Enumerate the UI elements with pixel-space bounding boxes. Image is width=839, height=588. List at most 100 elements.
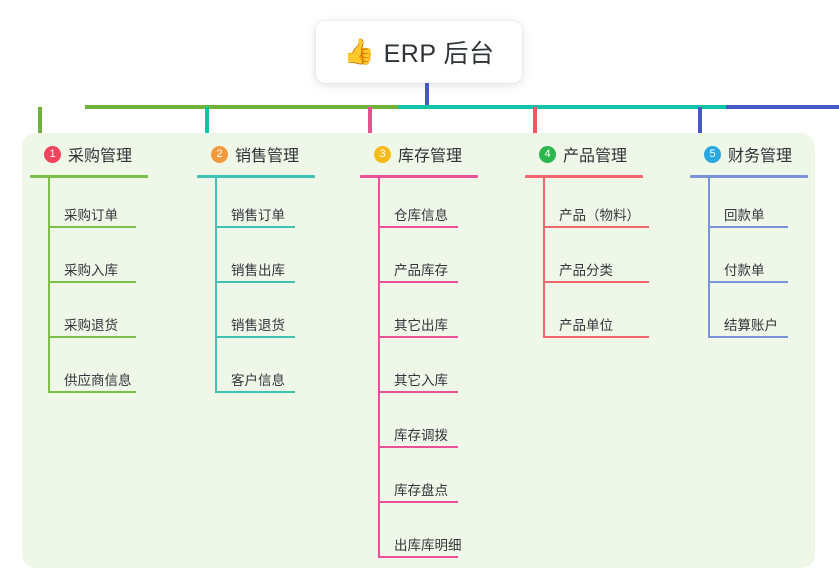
branch-spine-1 (48, 178, 50, 393)
column-header-1[interactable]: 1 采购管理 (30, 142, 148, 166)
leaf-item[interactable]: 供应商信息 (30, 343, 148, 398)
leaf-label: 产品单位 (559, 318, 613, 333)
thumbs-up-icon: 👍 (343, 37, 375, 66)
leaf-item[interactable]: 其它出库 (360, 288, 478, 343)
column-underline-4 (525, 175, 643, 178)
column-title-2: 销售管理 (235, 148, 300, 165)
leaf-underline (543, 281, 649, 283)
leaf-item[interactable]: 销售出库 (197, 233, 315, 288)
connector-bus-mid (398, 105, 728, 109)
leaf-underline (378, 391, 458, 393)
leaf-item[interactable]: 产品单位 (525, 288, 649, 343)
leaf-underline (48, 391, 136, 393)
column-title-4: 产品管理 (563, 148, 628, 165)
leaf-item[interactable]: 其它入库 (360, 343, 478, 398)
leaf-underline (215, 391, 295, 393)
leaf-item[interactable]: 付款单 (690, 233, 808, 288)
column-4: 4 产品管理产品（物料） 产品分类产品单位 (525, 142, 649, 343)
leaf-underline (215, 336, 295, 338)
leaf-label: 付款单 (724, 263, 765, 278)
leaf-label: 结算账户 (724, 318, 778, 333)
leaf-underline (708, 281, 788, 283)
leaf-label: 库存调拨 (394, 428, 448, 443)
leaf-item[interactable]: 采购订单 (30, 178, 148, 233)
branch-list-3: 仓库信息产品库存其它出库其它入库库存调拨库存盘点出库库明细 (360, 178, 478, 563)
branch-list-5: 回款单付款单结算账户 (690, 178, 808, 343)
leaf-underline (48, 281, 136, 283)
leaf-label: 客户信息 (231, 373, 285, 388)
connector-drop-5 (698, 107, 702, 141)
branch-spine-5 (708, 178, 710, 338)
column-badge-1: 1 (44, 145, 61, 163)
connector-drop-1 (38, 107, 42, 141)
leaf-underline (215, 281, 295, 283)
leaf-item[interactable]: 产品（物料） (525, 178, 649, 233)
column-badge-4: 4 (539, 145, 556, 163)
branch-spine-4 (543, 178, 545, 338)
leaf-underline (378, 226, 458, 228)
leaf-underline (708, 336, 788, 338)
leaf-item[interactable]: 结算账户 (690, 288, 808, 343)
column-underline-5 (690, 175, 808, 178)
leaf-label: 产品（物料） (559, 208, 640, 223)
branch-spine-2 (215, 178, 217, 393)
leaf-item[interactable]: 库存调拨 (360, 398, 478, 453)
leaf-label: 采购入库 (64, 263, 118, 278)
column-header-4[interactable]: 4 产品管理 (525, 142, 643, 166)
leaf-item[interactable]: 产品库存 (360, 233, 478, 288)
leaf-item[interactable]: 客户信息 (197, 343, 315, 398)
connector-drop-3 (368, 107, 372, 141)
leaf-underline (378, 281, 458, 283)
leaf-item[interactable]: 销售退货 (197, 288, 315, 343)
root-node-title: ERP 后台 (383, 40, 495, 68)
leaf-underline (378, 556, 458, 558)
leaf-label: 销售订单 (231, 208, 285, 223)
leaf-item[interactable]: 仓库信息 (360, 178, 478, 233)
column-1: 1 采购管理采购订单采购入库采购退货供应商信息 (30, 142, 148, 398)
leaf-label: 产品分类 (559, 263, 613, 278)
leaf-underline (378, 336, 458, 338)
leaf-label: 其它出库 (394, 318, 448, 333)
leaf-label: 回款单 (724, 208, 765, 223)
leaf-label: 销售出库 (231, 263, 285, 278)
leaf-label: 库存盘点 (394, 483, 448, 498)
leaf-item[interactable]: 出库库明细 (360, 508, 478, 563)
leaf-label: 采购订单 (64, 208, 118, 223)
leaf-underline (543, 226, 649, 228)
column-underline-1 (30, 175, 148, 178)
column-title-1: 采购管理 (68, 148, 133, 165)
column-underline-2 (197, 175, 315, 178)
leaf-label: 采购退货 (64, 318, 118, 333)
content-panel (22, 133, 815, 568)
column-2: 2 销售管理销售订单销售出库销售退货客户信息 (197, 142, 315, 398)
column-badge-5: 5 (704, 145, 721, 163)
connector-drop-2 (205, 107, 209, 141)
connector-bus-left (85, 105, 400, 109)
leaf-underline (48, 226, 136, 228)
column-badge-3: 3 (374, 145, 391, 163)
leaf-item[interactable]: 库存盘点 (360, 453, 478, 508)
leaf-underline (543, 336, 649, 338)
root-node-card[interactable]: 👍 ERP 后台 (316, 21, 522, 83)
branch-list-2: 销售订单销售出库销售退货客户信息 (197, 178, 315, 398)
leaf-label: 出库库明细 (394, 538, 462, 553)
connector-bus-right (726, 105, 839, 109)
connector-drop-4 (533, 107, 537, 141)
branch-spine-3 (378, 178, 380, 558)
leaf-item[interactable]: 采购退货 (30, 288, 148, 343)
connector-stem (425, 83, 429, 108)
column-badge-2: 2 (211, 145, 228, 163)
column-header-2[interactable]: 2 销售管理 (197, 142, 315, 166)
leaf-underline (708, 226, 788, 228)
leaf-item[interactable]: 销售订单 (197, 178, 315, 233)
leaf-underline (378, 446, 458, 448)
leaf-item[interactable]: 回款单 (690, 178, 808, 233)
branch-list-4: 产品（物料） 产品分类产品单位 (525, 178, 649, 343)
leaf-item[interactable]: 采购入库 (30, 233, 148, 288)
leaf-item[interactable]: 产品分类 (525, 233, 649, 288)
